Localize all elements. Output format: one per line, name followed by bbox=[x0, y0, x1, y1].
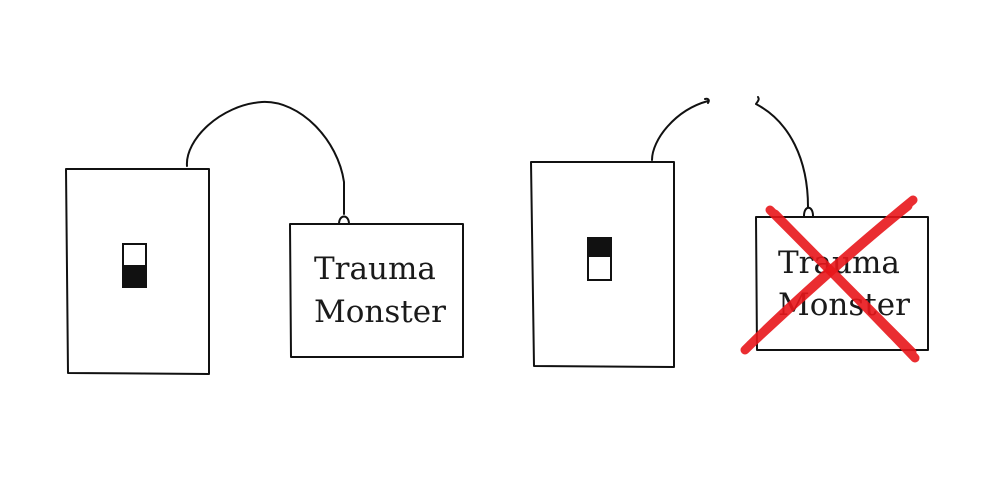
monster-box-left: Trauma Monster bbox=[289, 223, 464, 358]
switch-plate-right bbox=[530, 161, 675, 368]
monster-label-line2: Monster bbox=[314, 294, 446, 330]
wire-plug-right bbox=[803, 206, 814, 217]
panel-right: Trauma Monster bbox=[530, 96, 929, 368]
cross-out-icon bbox=[740, 195, 920, 363]
wire-left bbox=[185, 100, 345, 215]
monster-label-line1: Trauma bbox=[314, 251, 436, 287]
panel-left: Trauma Monster bbox=[65, 100, 464, 375]
switch-plate-left bbox=[65, 168, 210, 375]
wire-right-segment-a bbox=[651, 97, 710, 161]
wire-plug-left bbox=[338, 215, 350, 225]
wire-right-segment-b bbox=[755, 96, 809, 208]
light-switch-icon bbox=[587, 237, 612, 281]
light-switch-icon bbox=[122, 243, 147, 288]
